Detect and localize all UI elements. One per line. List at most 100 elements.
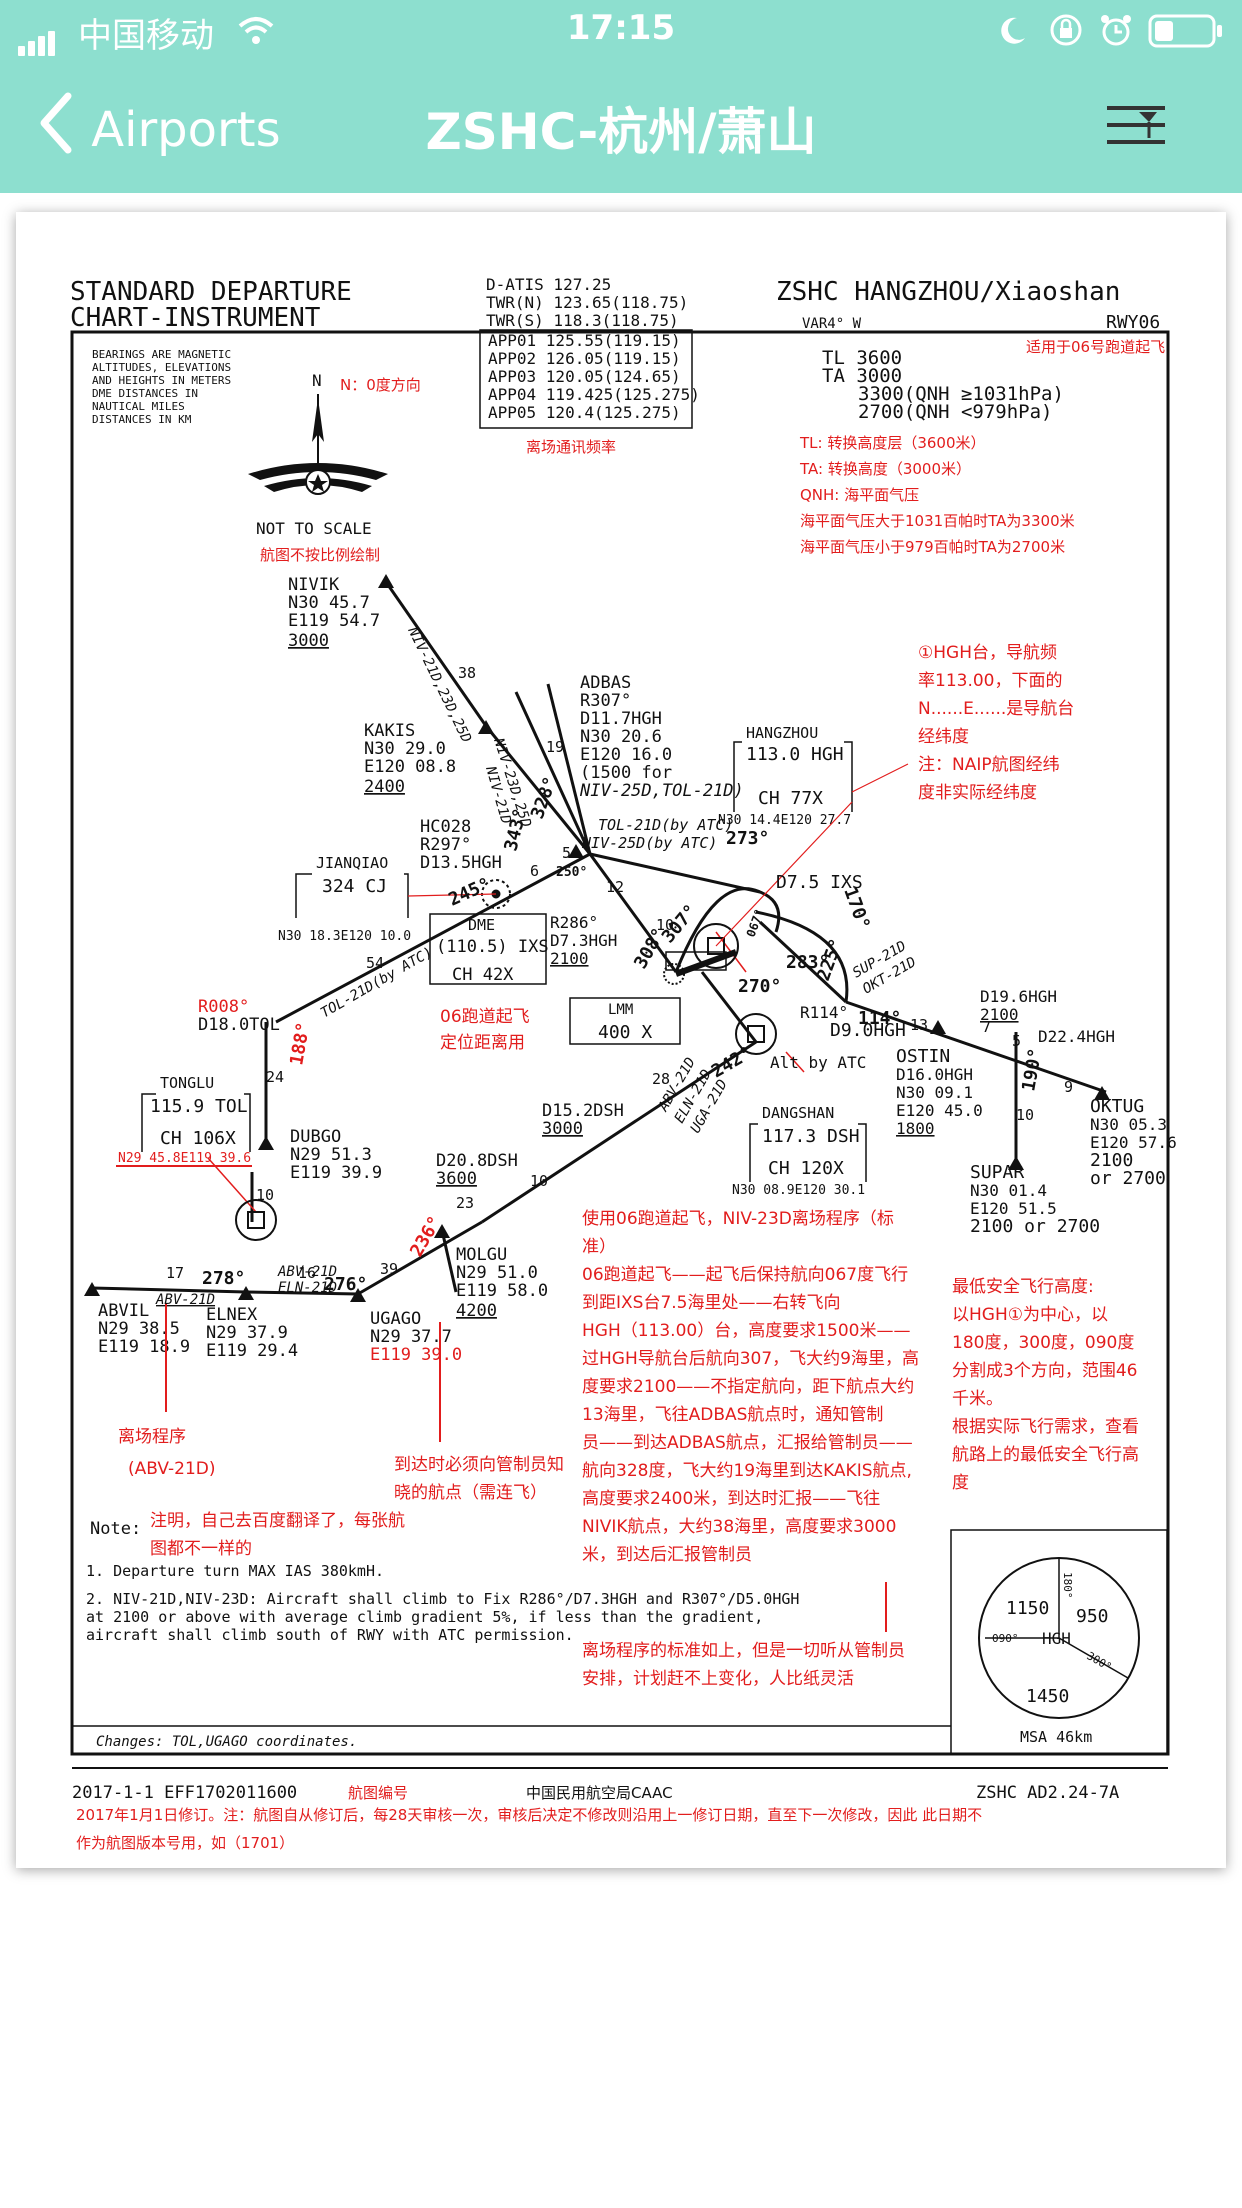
jianqiao-name: JIANQIAO	[316, 854, 388, 872]
hgh-note-5: 注：NAIP航图经纬	[918, 755, 1060, 775]
tonglu-coord: N29 45.8E119 39.6	[118, 1151, 251, 1166]
note-label: Note:	[90, 1519, 141, 1539]
nivik-alt: 3000	[288, 631, 329, 651]
footer-date: 2017-1-1 EFF1702011600	[72, 1783, 297, 1803]
msa-note-1: 最低安全飞行高度:	[952, 1277, 1094, 1297]
app-4: APP04 119.425(125.275)	[488, 385, 700, 404]
heading-188: 188°	[286, 1021, 314, 1067]
app-5: APP05 120.4(125.275)	[488, 403, 681, 422]
app-note: 离场通讯频率	[526, 438, 616, 456]
runway-06	[674, 949, 738, 977]
d208-dme: D20.8DSH	[436, 1151, 518, 1171]
dist-16: 16	[298, 1264, 316, 1282]
app-header: 中国移动 17:15 Airports ZSH	[0, 0, 1242, 193]
bearing-note-5: NAUTICAL MILES	[92, 400, 185, 413]
d90-radial: R114°	[800, 1003, 848, 1022]
chart-header-left-2: CHART-INSTRUMENT	[70, 303, 321, 333]
msa-sector-c: 1450	[1026, 1686, 1069, 1707]
msa-sector-a: 1150	[1006, 1598, 1049, 1619]
ugago-lon: E119 39.0	[370, 1345, 462, 1365]
desc-7: 度要求2100——不指定航向，距下航点大约	[582, 1377, 914, 1397]
adbas-lon: E120 16.0	[580, 745, 672, 765]
ugago-lat: N29 37.7	[370, 1327, 452, 1347]
dangshan-coord: N30 08.9E120 30.1	[732, 1183, 865, 1198]
chart-image[interactable]: STANDARD DEPARTURE CHART-INSTRUMENT D-AT…	[16, 212, 1226, 1868]
msa-note-2: 以HGH①为中心，以	[952, 1305, 1108, 1325]
note-2-1: 2. NIV-21D,NIV-23D: Aircraft shall climb…	[86, 1590, 799, 1608]
jianqiao-coord: N30 18.3E120 10.0	[278, 929, 411, 944]
page-title: ZSHC-杭州/萧山	[425, 103, 817, 161]
d90-dme: D9.0HGH	[830, 1020, 906, 1041]
adbas-dme: D11.7HGH	[580, 709, 662, 729]
molgu-note-2: 晓的航点（需连飞）	[394, 1483, 547, 1503]
heading-270: 270°	[738, 976, 781, 997]
r008: R008°	[198, 997, 249, 1017]
north-note: N：0度方向	[340, 376, 421, 394]
route-label-tol-atc-1: TOL-21D(by ATC)	[598, 816, 733, 834]
hangzhou-coord: N30 14.4E120 27.7	[718, 813, 851, 828]
msa-box	[950, 1529, 1168, 1755]
oktug-name: OKTUG	[1090, 1096, 1144, 1117]
runway-note: 适用于06号跑道起飞	[1026, 338, 1165, 356]
dist-38: 38	[458, 664, 476, 682]
heading-114: 114°	[858, 1008, 901, 1029]
heading-273: 273°	[726, 828, 769, 849]
msa-sector-b: 950	[1076, 1606, 1109, 1627]
oktug-alt: 2100	[1090, 1150, 1133, 1171]
ostin-lon: E120 45.0	[896, 1101, 983, 1120]
abvil-lat: N29 38.5	[98, 1319, 180, 1339]
supar-lat: N30 01.4	[970, 1181, 1047, 1200]
desc-6: 过HGH导航台后航向307，飞大约9海里，高	[582, 1349, 919, 1369]
footer-caac: 中国民用航空局CAAC	[526, 1784, 673, 1802]
note-red-tl: TL: 转换高度层（3600米）	[799, 434, 986, 452]
dist-10b: 10	[256, 1186, 274, 1204]
desc-5: HGH（113.00）台，高度要求1500米——	[582, 1321, 911, 1341]
status-time: 17:15	[566, 8, 676, 48]
kakis-lon: E120 08.8	[364, 757, 456, 777]
dist-23: 23	[456, 1194, 474, 1212]
heading-170: 170°	[839, 885, 874, 933]
runway-label: RWY06	[1106, 312, 1160, 333]
back-button[interactable]: Airports	[36, 92, 281, 158]
oktug-alt2: or 2700	[1090, 1168, 1166, 1189]
supar-lon: E120 51.5	[970, 1199, 1057, 1218]
dist-39: 39	[380, 1260, 398, 1278]
bearing-note-3: AND HEIGHTS IN METERS	[92, 374, 231, 387]
d196-dme: D19.6HGH	[980, 987, 1057, 1006]
adbas-alt: (1500 for	[580, 763, 672, 783]
abvil-name: ABVIL	[98, 1301, 149, 1321]
dist-19: 19	[546, 738, 564, 756]
procedure-name: (ABV-21D)	[128, 1459, 216, 1479]
desc-3: 06跑道起飞——起飞后保持航向067度飞行	[582, 1265, 908, 1285]
abvil-lon: E119 18.9	[98, 1337, 190, 1357]
d18-tol: D18.0TOL	[198, 1015, 280, 1035]
route-lines	[91, 581, 1107, 1296]
heading-276: 276°	[324, 1274, 367, 1295]
note-red-1: 注明，自己去百度翻译了，每张航	[150, 1511, 405, 1531]
hc028-radial: R297°	[420, 835, 471, 855]
nivik-lon: E119 54.7	[288, 611, 380, 631]
menu-filter-icon[interactable]	[1105, 104, 1167, 146]
atis-3: TWR(S) 118.3(118.75)	[486, 311, 679, 330]
hgh-note-3: N......E......是导航台	[918, 699, 1074, 719]
status-bar: 中国移动 17:15	[0, 0, 1242, 62]
dist-28: 28	[652, 1070, 670, 1088]
msa-center: HGH	[1042, 1629, 1071, 1648]
waypoint-markers	[84, 574, 1110, 1302]
chevron-left-icon	[40, 92, 72, 154]
r286-alt: 2100	[550, 949, 589, 968]
alt-by-atc: Alt by ATC	[770, 1053, 866, 1072]
north-arrow-icon	[248, 394, 388, 495]
note-1: 1. Departure turn MAX IAS 380kmH.	[86, 1562, 384, 1580]
desc-2-1: 离场程序的标准如上，但是一切听从管制员	[582, 1641, 905, 1661]
desc-12: NIVIK航点，大约38海里，高度要求3000	[582, 1517, 896, 1537]
tl: TL 3600	[822, 347, 902, 369]
hc028-name: HC028	[420, 817, 471, 837]
desc-8: 13海里，飞往ADBAS航点时，通知管制	[582, 1405, 883, 1425]
dubgo-lon: E119 39.9	[290, 1163, 382, 1183]
d152-alt: 3000	[542, 1119, 583, 1139]
dangshan-name: DANGSHAN	[762, 1104, 834, 1122]
heading-225: 225°	[813, 936, 848, 984]
desc-4: 到距IXS台7.5海里处——右转飞向	[582, 1293, 841, 1313]
dubgo-lat: N29 51.3	[290, 1145, 372, 1165]
